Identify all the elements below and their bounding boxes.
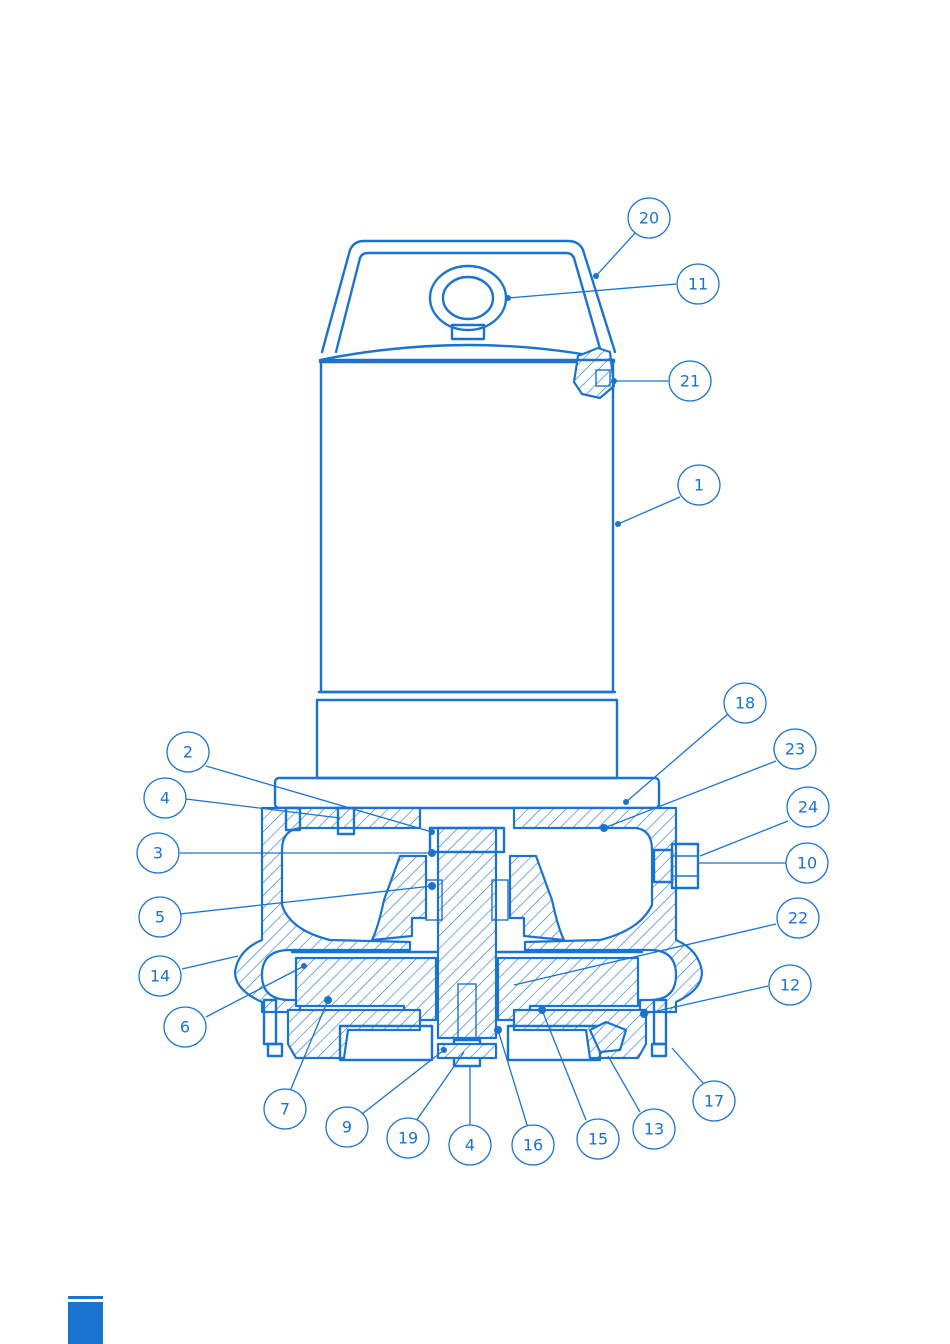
callout-label: 10 <box>797 854 817 873</box>
callout-label: 4 <box>160 789 170 808</box>
callout-label: 7 <box>280 1100 290 1119</box>
callout-9: 9 <box>326 1107 368 1147</box>
callout-label: 23 <box>785 740 805 759</box>
callout-label: 2 <box>183 743 193 762</box>
callout-label: 4 <box>465 1136 475 1155</box>
callout-label: 6 <box>180 1018 190 1037</box>
callout-label: 12 <box>780 976 800 995</box>
callout-19: 19 <box>387 1118 429 1158</box>
callout-23: 23 <box>774 729 816 769</box>
callout-label: 13 <box>644 1120 664 1139</box>
callout-label: 11 <box>688 275 708 294</box>
callout-21: 21 <box>669 361 711 401</box>
callout-label: 5 <box>155 908 165 927</box>
seal-housing-left <box>372 856 426 940</box>
callout-label: 24 <box>798 798 818 817</box>
page-tab-block <box>68 1302 103 1344</box>
callout-13: 13 <box>633 1109 675 1149</box>
motor-shaft <box>438 828 496 1038</box>
callout-7: 7 <box>264 1089 306 1129</box>
callout-label: 15 <box>588 1130 608 1149</box>
callout-label: 16 <box>523 1136 543 1155</box>
callout-6: 6 <box>164 1007 206 1047</box>
callout-label: 19 <box>398 1129 418 1148</box>
motor-housing <box>321 360 613 692</box>
callout-12: 12 <box>769 965 811 1005</box>
callout-22: 22 <box>777 898 819 938</box>
callout-16: 16 <box>512 1125 554 1165</box>
callout-4-upper: 4 <box>144 778 186 818</box>
lifting-handle-inner <box>336 253 601 352</box>
callout-11: 11 <box>677 264 719 304</box>
callout-18: 18 <box>724 683 766 723</box>
callout-10: 10 <box>786 843 828 883</box>
callout-1: 1 <box>678 465 720 505</box>
callout-3: 3 <box>137 833 179 873</box>
page-tab-line <box>68 1296 103 1299</box>
callout-15: 15 <box>577 1119 619 1159</box>
eye-bolt <box>430 266 506 339</box>
wear-plate-right <box>514 1010 646 1058</box>
callout-14: 14 <box>139 956 181 996</box>
callout-label: 22 <box>788 909 808 928</box>
callout-17: 17 <box>693 1081 735 1121</box>
callout-5: 5 <box>139 897 181 937</box>
lifting-handle <box>322 241 615 352</box>
callout-4-lower: 4 <box>449 1125 491 1165</box>
callout-24: 24 <box>787 787 829 827</box>
callout-label: 3 <box>153 844 163 863</box>
callout-label: 1 <box>694 476 704 495</box>
seal-housing-right <box>510 856 564 940</box>
callout-label: 9 <box>342 1118 352 1137</box>
callout-label: 21 <box>680 372 700 391</box>
callout-label: 20 <box>639 209 659 228</box>
callout-label: 18 <box>735 694 755 713</box>
cap-seal-21 <box>574 348 614 398</box>
callout-label: 17 <box>704 1092 724 1111</box>
callout-20: 20 <box>628 198 670 238</box>
motor-lower-ring <box>317 700 617 778</box>
wear-plate-left <box>288 1010 420 1058</box>
callout-label: 14 <box>150 967 170 986</box>
callout-2: 2 <box>167 732 209 772</box>
page-tab-marker <box>68 1296 103 1344</box>
